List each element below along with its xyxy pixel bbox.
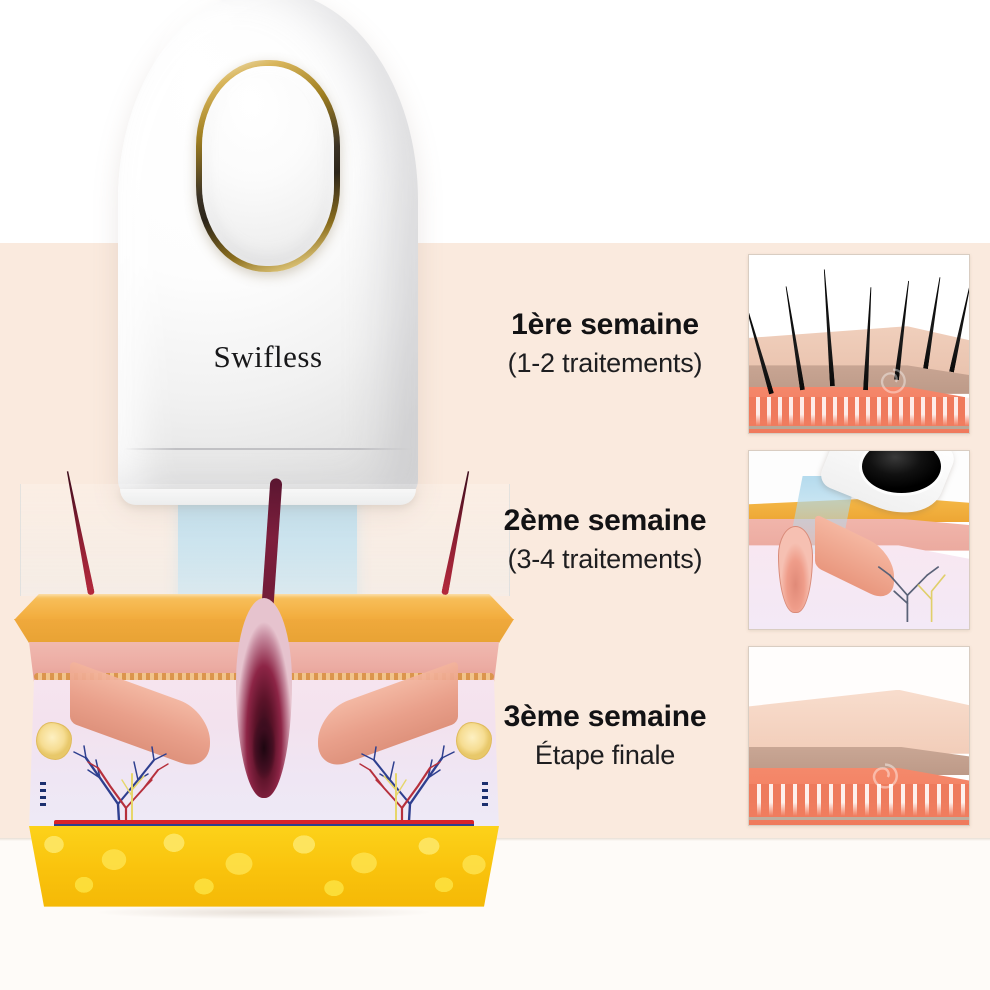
results-timeline: 1ère semaine (1-2 traitements) bbox=[470, 252, 980, 852]
hair-bulb bbox=[236, 598, 292, 798]
diagram-shadow bbox=[30, 906, 498, 922]
thumb1-baseline bbox=[749, 426, 969, 430]
thumb-hairy-skin bbox=[748, 254, 970, 434]
step-2-title: 2ème semaine bbox=[503, 503, 707, 537]
nerve-ending-right bbox=[482, 782, 488, 808]
thumb3-papillae bbox=[749, 784, 969, 817]
sebaceous-gland-right bbox=[456, 722, 492, 760]
thumb1-papillae bbox=[749, 397, 969, 426]
step-3-subtitle: Étape finale bbox=[534, 740, 676, 770]
hair-follicle-center bbox=[236, 477, 292, 808]
step-1-title: 1ère semaine bbox=[511, 307, 699, 341]
ipl-window-ring-icon bbox=[196, 60, 340, 272]
step-2-subtitle: (3-4 traitements) bbox=[507, 544, 703, 574]
ipl-window-glass bbox=[202, 66, 334, 266]
skin-cross-section-diagram bbox=[14, 594, 514, 922]
sebaceous-gland-left bbox=[36, 722, 72, 760]
nerve-ending-left bbox=[40, 782, 46, 808]
thumb2-device-lens-icon bbox=[859, 451, 945, 497]
thumb-smooth-skin bbox=[748, 646, 970, 826]
deep-vascular-plexus bbox=[54, 820, 474, 828]
step-2-text: 2ème semaine (3-4 traitements) bbox=[470, 448, 740, 630]
timeline-step-3: 3ème semaine Étape finale bbox=[470, 644, 980, 826]
thumb3-baseline bbox=[749, 816, 969, 820]
ipl-device: Swifless bbox=[118, 0, 418, 505]
thumb2-follicle bbox=[777, 525, 813, 614]
brand-label: Swifless bbox=[213, 339, 323, 374]
step-1-text: 1ère semaine (1-2 traitements) bbox=[470, 252, 740, 434]
thumb2-blood-vessels bbox=[877, 566, 946, 622]
device-seam bbox=[124, 448, 412, 450]
step-1-subtitle: (1-2 traitements) bbox=[507, 348, 703, 378]
step-3-title: 3ème semaine bbox=[503, 699, 707, 733]
timeline-step-1: 1ère semaine (1-2 traitements) bbox=[470, 252, 980, 434]
fat-cells bbox=[29, 826, 499, 907]
device-foot bbox=[120, 489, 416, 505]
timeline-step-2: 2ème semaine (3-4 traitements) bbox=[470, 448, 980, 630]
step-3-text: 3ème semaine Étape finale bbox=[470, 644, 740, 826]
thumb-treatment bbox=[748, 450, 970, 630]
